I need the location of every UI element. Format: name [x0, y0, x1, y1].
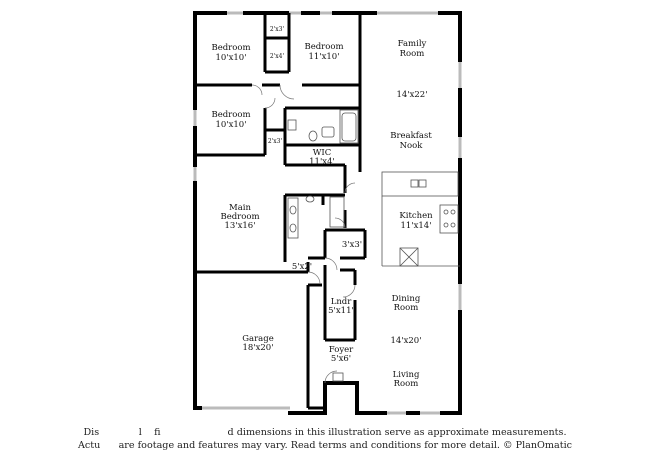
dining-label-2: Room — [394, 303, 419, 313]
family-size: 14'x22' — [396, 90, 427, 100]
closet2-size: 2'x4' — [270, 53, 285, 60]
dining-label-1: Dining — [392, 294, 421, 304]
family-label-2: Room — [400, 49, 425, 59]
foyer-size: 5'x6' — [331, 354, 351, 364]
garage-label: Garage — [242, 334, 273, 344]
interior-walls — [195, 13, 367, 410]
family-label-1: Family — [398, 39, 427, 49]
breakfast-label-2: Nook — [400, 141, 424, 151]
hall-size: 5'x2' — [292, 262, 312, 272]
door-swings — [251, 84, 356, 384]
fixtures — [287, 109, 460, 382]
dining-size: 14'x20' — [390, 336, 421, 346]
wic-label: WIC — [313, 148, 332, 158]
breakfast-label-1: Breakfast — [390, 131, 432, 141]
main-bedroom-label-1: Main — [229, 203, 251, 213]
bedroom3-label: Bedroom — [211, 110, 250, 120]
kitchen-label: Kitchen — [399, 211, 433, 221]
main-bedroom-size: 13'x16' — [224, 221, 255, 231]
bedroom2-size: 11'x10' — [308, 52, 339, 62]
laundry-size: 5'x11' — [328, 306, 354, 316]
bedroom1-size: 10'x10' — [215, 53, 246, 63]
bedroom3-size: 10'x10' — [215, 120, 246, 130]
garage-size: 18'x20' — [242, 343, 273, 353]
disclaimer-line-2: Actu are footage and features may vary. … — [77, 440, 573, 451]
living-label-1: Living — [393, 370, 420, 380]
closet3-size: 2'x3' — [268, 138, 283, 145]
windows — [193, 11, 462, 415]
living-label-2: Room — [394, 379, 419, 389]
wic-size: 11'x4' — [309, 157, 335, 167]
bedroom2-label: Bedroom — [304, 42, 343, 52]
closet1-size: 2'x3' — [270, 26, 285, 33]
laundry-label: Lndr — [331, 297, 353, 307]
disclaimer-line-1: Dis l fi d dimensions in this illustrati… — [83, 427, 567, 438]
bedroom1-label: Bedroom — [211, 43, 250, 53]
main-bedroom-label-2: Bedroom — [220, 212, 259, 222]
foyer-label: Foyer — [329, 345, 354, 355]
pantry-size: 3'x3' — [342, 240, 362, 250]
kitchen-size: 11'x14' — [400, 221, 431, 231]
